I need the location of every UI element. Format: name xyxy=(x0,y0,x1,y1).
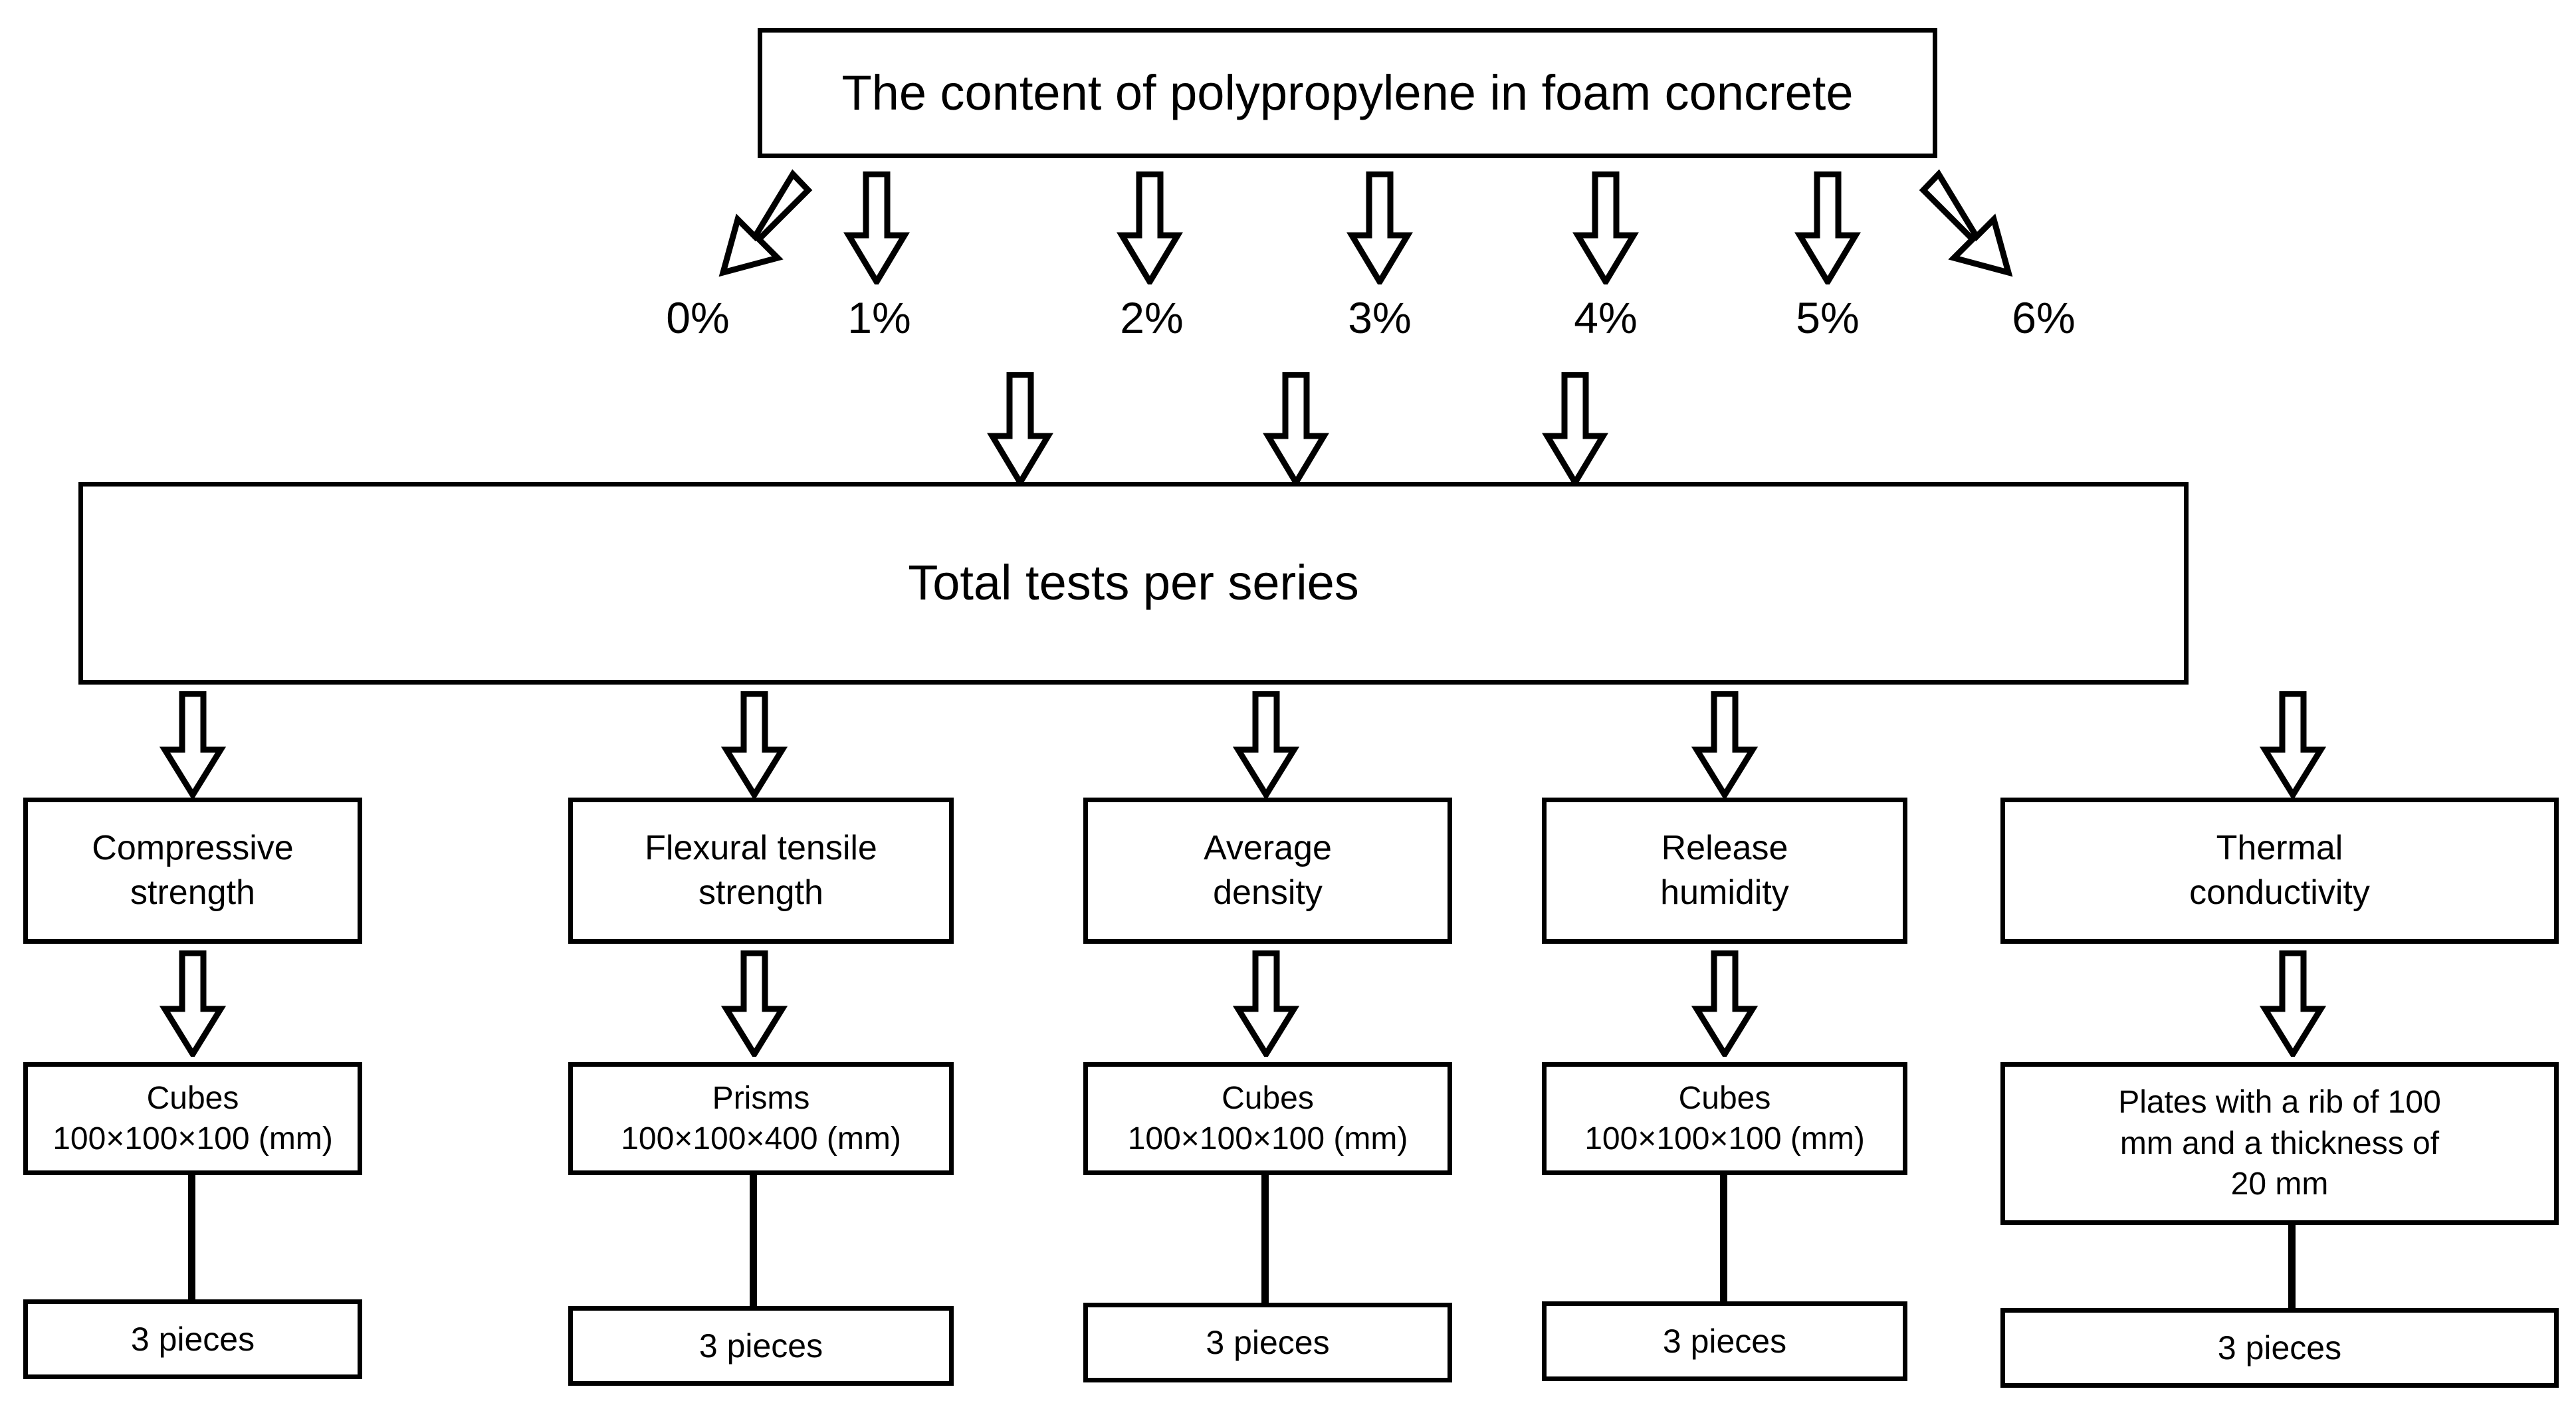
arrow-to-6-percent xyxy=(1919,169,2013,277)
arrow-percent-to-total-3 xyxy=(1542,372,1608,485)
arrow-percent-to-total-2 xyxy=(1263,372,1329,485)
specimen-box-cubes-compressive: Cubes 100×100×100 (mm) xyxy=(23,1062,362,1175)
title-box-label: The content of polypropylene in foam con… xyxy=(841,64,1854,120)
percent-label-6: 6% xyxy=(2012,293,2076,342)
arrow-total-to-test-3 xyxy=(1233,691,1299,798)
pieces-box-compressive: 3 pieces xyxy=(23,1299,362,1379)
percent-label-3: 3% xyxy=(1348,293,1412,342)
arrow-total-to-test-5 xyxy=(2260,691,2326,798)
arrow-test-to-specimen-2 xyxy=(721,950,788,1057)
total-tests-label: Total tests per series xyxy=(908,555,1359,611)
percent-label-0: 0% xyxy=(666,293,730,342)
test-box-release-humidity: Release humidity xyxy=(1542,798,1907,944)
specimen-box-prisms-flexural: Prisms 100×100×400 (mm) xyxy=(568,1062,954,1175)
arrow-test-to-specimen-4 xyxy=(1691,950,1758,1057)
specimen-box-cubes-density: Cubes 100×100×100 (mm) xyxy=(1083,1062,1452,1175)
connector-specimen-to-pieces-2 xyxy=(750,1174,757,1309)
title-box: The content of polypropylene in foam con… xyxy=(758,28,1937,158)
arrow-test-to-specimen-5 xyxy=(2260,950,2326,1057)
arrow-percent-to-total-1 xyxy=(987,372,1053,485)
connector-specimen-to-pieces-5 xyxy=(2288,1224,2296,1310)
specimen-box-cubes-humidity: Cubes 100×100×100 (mm) xyxy=(1542,1062,1907,1175)
arrow-to-3-percent xyxy=(1346,171,1413,284)
arrow-to-1-percent xyxy=(843,171,910,284)
connector-specimen-to-pieces-4 xyxy=(1720,1174,1727,1304)
arrow-to-2-percent xyxy=(1117,171,1183,284)
connector-specimen-to-pieces-1 xyxy=(188,1174,195,1303)
arrow-total-to-test-4 xyxy=(1691,691,1758,798)
arrow-test-to-specimen-3 xyxy=(1233,950,1299,1057)
pieces-box-density: 3 pieces xyxy=(1083,1303,1452,1382)
arrow-to-5-percent xyxy=(1794,171,1861,284)
arrow-test-to-specimen-1 xyxy=(160,950,226,1057)
percent-label-2: 2% xyxy=(1120,293,1184,342)
pieces-box-thermal: 3 pieces xyxy=(2000,1308,2559,1388)
percent-label-5: 5% xyxy=(1796,293,1860,342)
test-box-flexural-tensile-strength: Flexural tensile strength xyxy=(568,798,954,944)
test-box-thermal-conductivity: Thermal conductivity xyxy=(2000,798,2559,944)
percent-label-1: 1% xyxy=(847,293,911,342)
total-tests-box: Total tests per series xyxy=(78,482,2189,685)
arrow-to-4-percent xyxy=(1572,171,1639,284)
specimen-box-plates-thermal: Plates with a rib of 100 mm and a thickn… xyxy=(2000,1062,2559,1225)
arrow-to-0-percent xyxy=(718,169,813,277)
arrow-total-to-test-2 xyxy=(721,691,788,798)
percent-label-4: 4% xyxy=(1574,293,1638,342)
connector-specimen-to-pieces-3 xyxy=(1261,1174,1269,1305)
test-box-compressive-strength: Compressive strength xyxy=(23,798,362,944)
arrow-total-to-test-1 xyxy=(160,691,226,798)
pieces-box-humidity: 3 pieces xyxy=(1542,1301,1907,1381)
pieces-box-flexural: 3 pieces xyxy=(568,1306,954,1386)
test-box-average-density: Average density xyxy=(1083,798,1452,944)
